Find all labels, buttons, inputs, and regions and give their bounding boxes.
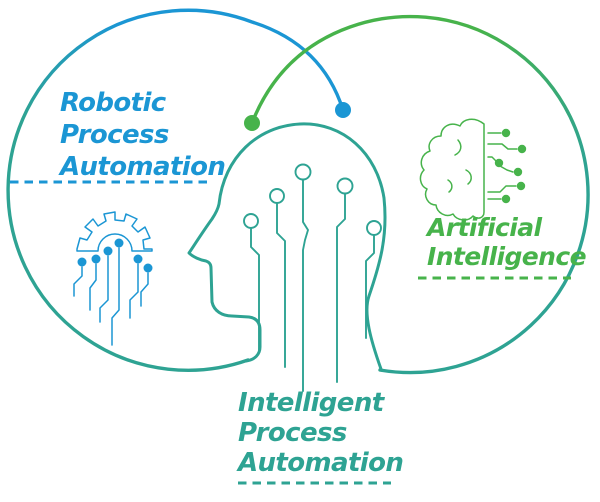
circuit-node — [269, 188, 285, 204]
circuit-dot — [103, 246, 113, 256]
circuit-dot — [516, 181, 526, 191]
gear-circuit-icon — [73, 211, 153, 346]
circuit-trace — [73, 266, 83, 297]
blue-node-dot — [335, 102, 351, 118]
ipa-label: Intelligent Process Automation — [238, 388, 404, 478]
circuit-trace — [336, 193, 346, 383]
ai-label-line-1: Artificial — [427, 213, 542, 242]
circuit-trace — [487, 156, 497, 162]
ai-circle-arc — [250, 14, 590, 375]
rpa-label-line-2: Process — [60, 120, 169, 150]
rpa-circle-arc — [6, 8, 345, 372]
circuit-trace — [499, 165, 514, 173]
brain-fold — [454, 139, 462, 156]
brain-fold — [447, 179, 453, 193]
rpa-label-line-3: Automation — [60, 152, 226, 182]
circuit-trace — [250, 227, 260, 353]
circuit-dot — [517, 144, 527, 154]
circuit-trace — [365, 234, 375, 339]
circuit-node — [243, 213, 259, 229]
circuit-trace — [140, 272, 149, 307]
ipa-label-line-1: Intelligent — [238, 388, 384, 418]
rpa-label: Robotic Process Automation — [60, 87, 226, 183]
circuit-dot — [501, 194, 511, 204]
ipa-label-line-2: Process — [238, 418, 347, 448]
circuit-dot — [91, 254, 101, 264]
circuit-dot — [77, 257, 87, 267]
circuit-trace — [129, 263, 139, 319]
circuit-trace — [487, 143, 518, 150]
circuit-trace — [111, 247, 120, 346]
circuit-trace — [99, 255, 109, 323]
brain-outline — [419, 118, 485, 221]
circuit-node — [336, 177, 354, 195]
circuit-dot — [494, 158, 504, 168]
circuit-dot — [114, 238, 124, 248]
brain-fold — [465, 169, 472, 185]
head-outline — [187, 122, 387, 371]
circuit-dot — [143, 263, 153, 273]
ipa-label-line-3: Automation — [238, 448, 404, 478]
circuit-trace — [89, 263, 97, 311]
ai-label-line-2: Intelligence — [427, 242, 587, 271]
brain-circuit-icon — [419, 118, 527, 221]
rpa-label-line-1: Robotic — [60, 88, 166, 118]
circuit-node — [294, 163, 312, 181]
head-circuit-icon — [187, 122, 387, 392]
circuit-dot — [513, 167, 523, 177]
circuit-dot — [501, 128, 511, 138]
circuit-trace — [302, 179, 309, 392]
circuit-node — [366, 220, 382, 236]
circuit-trace — [276, 202, 286, 368]
circuit-trace — [487, 185, 517, 193]
gear-outline — [76, 211, 153, 252]
circuit-dot — [133, 254, 143, 264]
ai-label: Artificial Intelligence — [427, 213, 587, 271]
green-node-dot — [244, 115, 260, 131]
